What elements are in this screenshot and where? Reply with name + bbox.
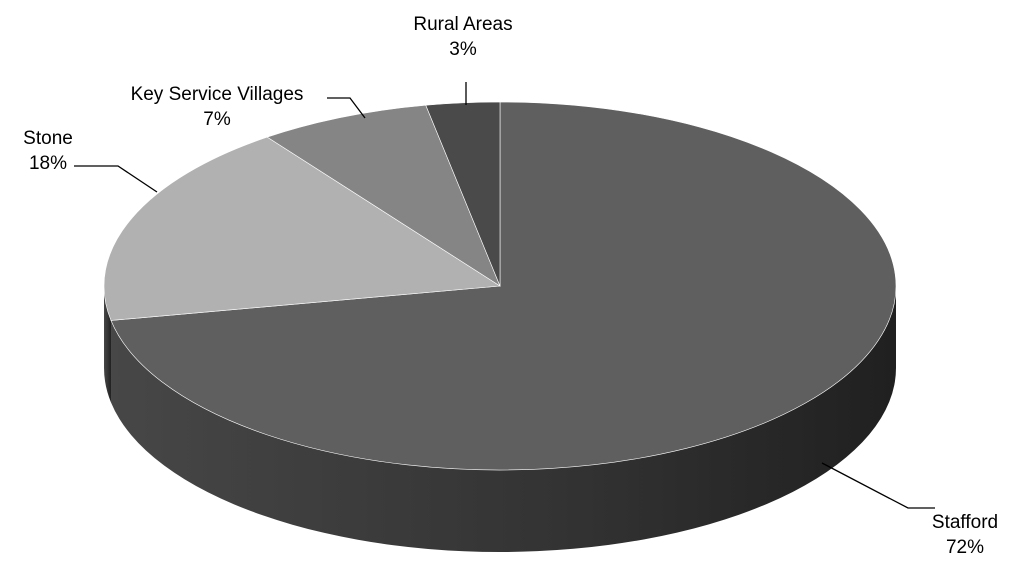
leader-line-key-service-villages [327, 97, 366, 119]
pie-side-stafford [111, 286, 896, 552]
slice-value-stone: 18% [29, 153, 67, 174]
pie-side-walls [104, 286, 896, 552]
pie-slice-stafford[interactable] [110, 101, 897, 471]
slice-value-stafford: 72% [946, 537, 984, 558]
slice-label-key-service-villages: Key Service Villages [131, 84, 304, 105]
leader-line-stafford [821, 462, 935, 509]
pie-slices [103, 101, 897, 471]
leader-lines [74, 82, 935, 509]
slice-labels: Stafford 72% Stone 18% Key Service Villages 7… [23, 14, 998, 558]
slice-value-key-service-villages: 7% [203, 109, 231, 130]
pie-side-stone [104, 286, 112, 403]
pie-slice-rural-areas[interactable] [425, 101, 501, 287]
leader-line-stone [74, 165, 158, 193]
slice-value-rural-areas: 3% [449, 39, 477, 60]
pie-slice-key-service-villages[interactable] [266, 104, 501, 287]
slice-label-rural-areas: Rural Areas [413, 14, 512, 35]
slice-label-stafford: Stafford [932, 512, 998, 533]
slice-label-stone: Stone [23, 128, 73, 149]
pie-slice-stone[interactable] [103, 136, 501, 321]
